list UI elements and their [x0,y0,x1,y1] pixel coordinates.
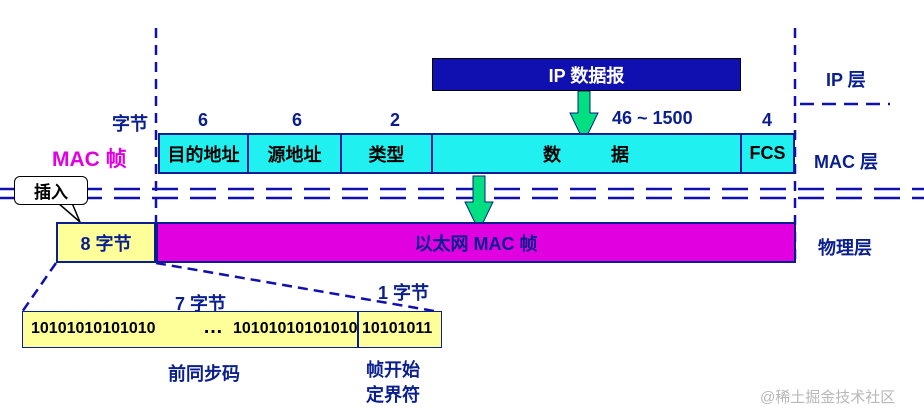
mac-frame-label: MAC 帧 [52,148,127,171]
field-data-label-1: 数 [543,144,561,165]
field-fcs-label: FCS [749,143,786,163]
field-dest-label: 目的地址 [167,144,240,165]
field-type: 类型 [340,133,433,174]
ip-datagram-box: IP 数据报 [432,58,741,91]
ip-datagram-label: IP 数据报 [548,65,625,86]
mac-layer-label: MAC 层 [814,152,878,172]
ethernet-mac-frame-box: 以太网 MAC 帧 [156,222,796,263]
byte-count-dest: 6 [198,110,209,130]
seven-bytes-label: 7 字节 [175,294,227,314]
expansion-line-right [155,261,441,314]
sync-code-label: 前同步码 [168,364,240,384]
arrow-data-to-ethernet [464,175,494,233]
watermark: @稀土掘金技术社区 [760,389,896,406]
byte-count-type: 2 [390,110,401,130]
byte-count-src: 6 [292,110,303,130]
preamble-bits-box: 10101010101010 … 10101010101010 10101011 [22,311,442,348]
field-src-label: 源地址 [267,144,322,165]
field-fcs: FCS [740,133,795,174]
expansion-line-left [20,262,58,313]
sfd-label-line1: 帧开始 [366,360,420,380]
one-byte-label: 1 字节 [378,283,430,303]
byte-count-data: 46 ~ 1500 [612,108,693,128]
byte-unit-label: 字节 [112,114,148,134]
arrow-ip-to-data [569,90,599,144]
preamble-ellipsis: … [203,316,223,338]
field-data: 数 据 [431,133,742,174]
ethernet-mac-frame-label: 以太网 MAC 帧 [414,233,538,254]
field-data-label-2: 据 [611,144,629,165]
sfd-divider [357,312,359,347]
field-type-label: 类型 [368,144,405,165]
preamble-bits-right: 10101010101010 [233,320,358,337]
insert-callout-pointer [55,202,81,223]
physical-layer-label: 物理层 [818,238,872,258]
sfd-bits: 10101011 [362,320,433,337]
insert-callout: 插入 [14,176,88,205]
field-src-address: 源地址 [247,133,342,174]
sfd-label-line2: 定界符 [366,385,420,405]
preamble-8-byte-box: 8 字节 [56,222,156,263]
preamble-8-byte-label: 8 字节 [80,233,132,254]
insert-callout-label: 插入 [34,183,68,202]
ip-layer-label: IP 层 [826,70,866,90]
preamble-bits-left: 10101010101010 [31,320,156,337]
field-dest-address: 目的地址 [158,133,249,174]
byte-count-fcs: 4 [762,110,773,130]
